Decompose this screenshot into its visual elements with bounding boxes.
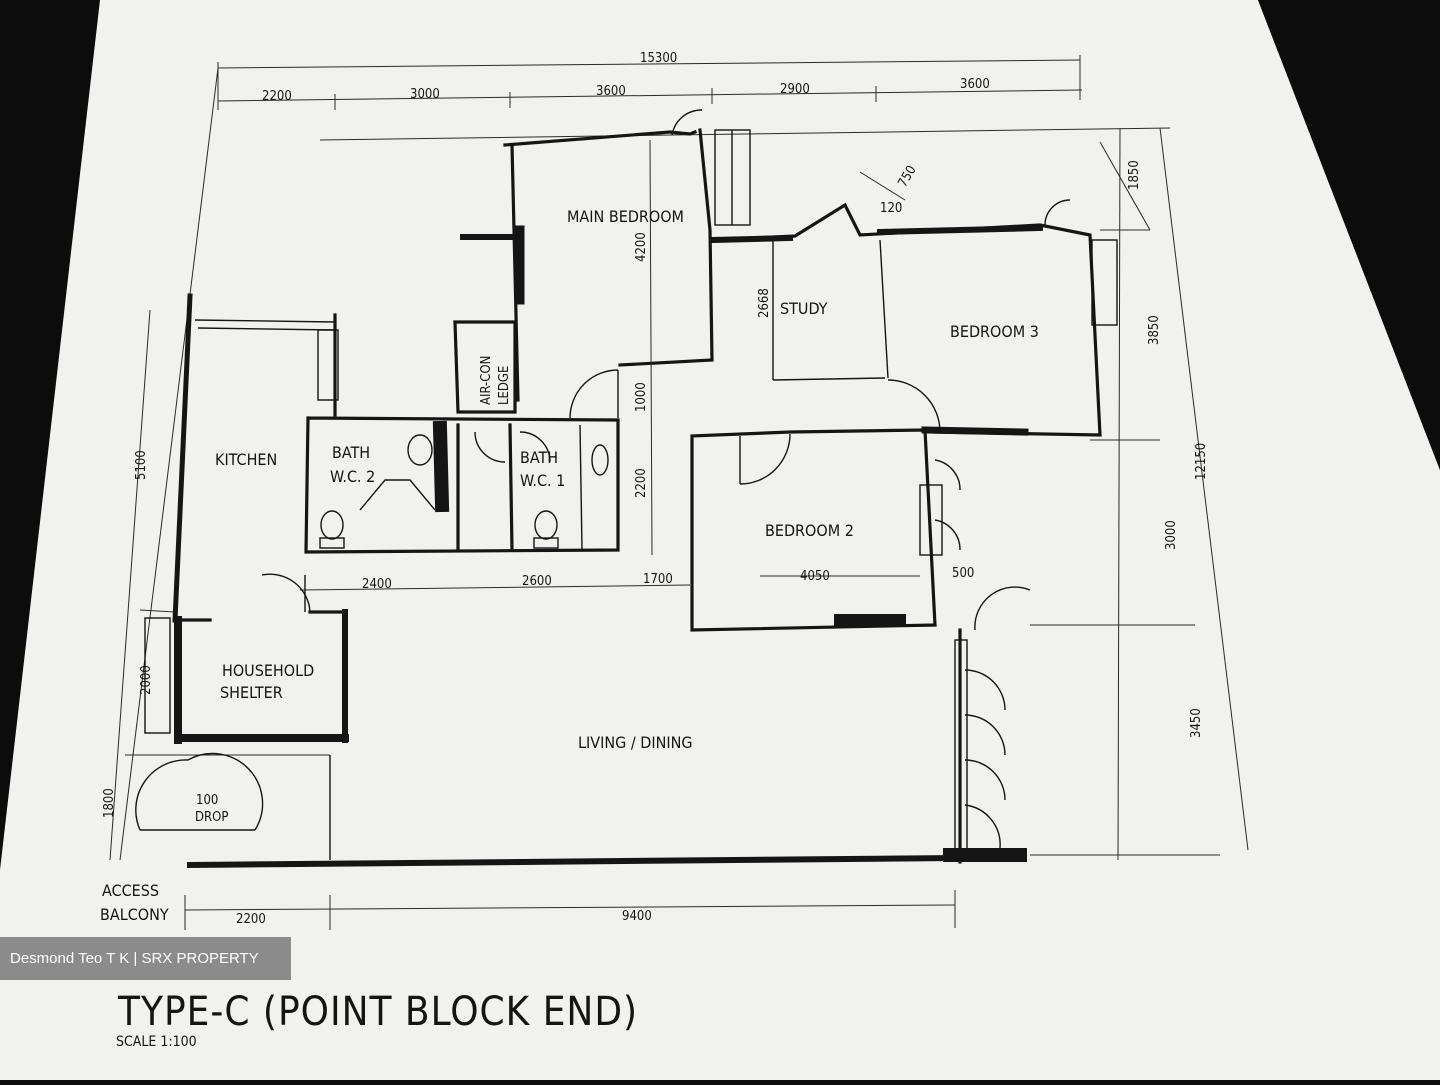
paper-shade	[1258, 0, 1440, 470]
dim-study-2668: 2668	[757, 288, 772, 318]
dim-right-1: 1850	[1127, 160, 1142, 190]
label-access-line1: ACCESS	[102, 881, 159, 900]
dim-right-3: 3000	[1164, 520, 1179, 550]
left-dimensions: 5100 2000 1800	[102, 67, 330, 861]
label-bedroom-2: BEDROOM 2	[765, 521, 854, 540]
dim-left-5100: 5100	[134, 450, 149, 480]
dim-bottom-9400: 9400	[622, 909, 652, 924]
label-living-dining: LIVING / DINING	[578, 733, 693, 752]
dim-top-3: 3600	[596, 84, 626, 99]
dim-mid-2200: 2200	[634, 468, 649, 498]
dim-top-2: 3000	[410, 87, 440, 102]
label-drop-line2: DROP	[195, 810, 228, 825]
dim-bed2-500: 500	[952, 566, 974, 581]
top-dimensions: 15300 2200 3000 3600 2900 3600	[217, 51, 1171, 141]
dim-bottom-2200: 2200	[236, 912, 266, 927]
label-bath-1-line2: W.C. 1	[520, 471, 565, 490]
walls	[172, 128, 1102, 869]
dim-top-1: 2200	[262, 89, 292, 104]
dim-right-2: 3850	[1147, 315, 1162, 345]
dim-row-1700: 1700	[643, 572, 673, 587]
label-shelter-line2: SHELTER	[220, 683, 283, 702]
dim-right-4: 3450	[1189, 708, 1204, 738]
dim-overall-width: 15300	[640, 51, 677, 66]
dim-bed2-4050: 4050	[800, 569, 830, 584]
label-drop-line1: 100	[196, 793, 218, 808]
inner-dimensions: 4200 1000 2200 2668 750 120 2400 2600 17…	[184, 139, 974, 930]
dim-left-1800: 1800	[102, 788, 117, 818]
right-dimensions: 1850 3850 3000 3450 12150	[1030, 127, 1249, 861]
door-swings	[135, 109, 1071, 849]
label-shelter-line1: HOUSEHOLD	[222, 661, 314, 680]
dim-top-4: 2900	[780, 82, 810, 97]
watermark: Desmond Teo T K | SRX PROPERTY	[0, 937, 291, 980]
label-main-bedroom: MAIN BEDROOM	[567, 207, 684, 226]
dim-top-5: 3600	[960, 77, 990, 92]
label-bath-2-line1: BATH	[332, 443, 370, 462]
label-access-line2: BALCONY	[100, 905, 169, 924]
dim-row-2400: 2400	[362, 577, 392, 592]
dim-right-total: 12150	[1194, 443, 1209, 480]
dim-bay-120: 120	[880, 201, 902, 216]
dim-mid-1000: 1000	[634, 382, 649, 412]
label-bath-2-line2: W.C. 2	[330, 467, 375, 486]
dim-row-2600: 2600	[522, 574, 552, 589]
dim-mid-4200: 4200	[634, 232, 649, 262]
dim-left-2000: 2000	[139, 665, 154, 695]
window-frames	[144, 129, 1118, 851]
label-study: STUDY	[780, 299, 828, 318]
plan-title: TYPE-C (POINT BLOCK END)	[117, 989, 638, 1035]
room-labels: MAIN BEDROOM STUDY BEDROOM 3 KITCHEN BAT…	[100, 207, 1039, 924]
plan-scale: SCALE 1:100	[116, 1034, 197, 1050]
bath-fixtures	[319, 434, 609, 549]
label-aircon-line2: LEDGE	[497, 366, 512, 405]
label-kitchen: KITCHEN	[215, 450, 277, 469]
label-bedroom-3: BEDROOM 3	[950, 322, 1039, 341]
label-bath-1-line1: BATH	[520, 448, 558, 467]
label-aircon-line1: AIR-CON	[479, 356, 494, 405]
